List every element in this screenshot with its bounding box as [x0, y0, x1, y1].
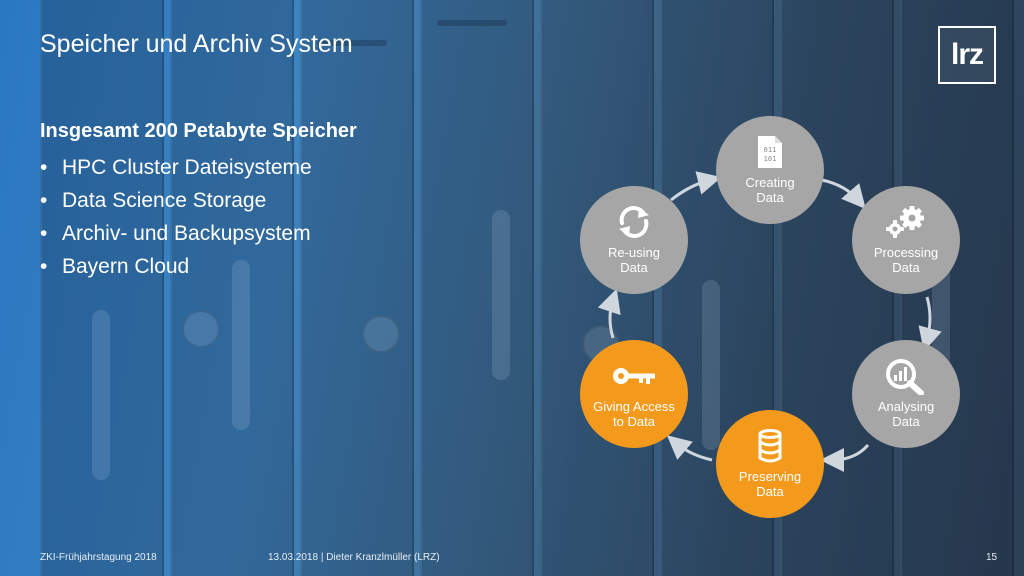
footer-date-author: 13.03.2018 | Dieter Kranzlmüller (LRZ) [268, 552, 440, 563]
page-number: 15 [986, 552, 998, 563]
cycle-node-giving-access: Giving Access to Data [580, 340, 688, 448]
bullet-item: •HPC Cluster Dateisysteme [40, 151, 357, 184]
cycle-node-reusing-data: Re-using Data [580, 186, 688, 294]
cycle-arrow [821, 178, 866, 210]
binary-file-icon: 011 101 [755, 135, 785, 169]
rack-knob [362, 315, 400, 353]
bullet-icon: • [40, 222, 48, 245]
recycle-arrows-icon [614, 205, 654, 239]
gears-icon [884, 205, 928, 239]
database-icon [757, 429, 783, 463]
cycle-arrow [597, 288, 621, 339]
rack-vent [437, 20, 507, 26]
cycle-node-processing-data: Processing Data [852, 186, 960, 294]
slide-title: Speicher und Archiv System [40, 30, 353, 58]
rack-handle [92, 310, 110, 480]
rack-handle [702, 280, 720, 450]
content-heading: Insgesamt 200 Petabyte Speicher [40, 120, 357, 142]
node-label: Analysing Data [877, 399, 935, 429]
cycle-arrow [918, 296, 942, 352]
server-rack [40, 0, 164, 576]
bullet-item: •Data Science Storage [40, 184, 357, 217]
svg-text:011: 011 [764, 146, 777, 154]
cycle-node-analysing-data: Analysing Data [852, 340, 960, 448]
node-label: Re-using Data [607, 245, 661, 275]
rack-vent [317, 40, 387, 46]
bullet-icon: • [40, 156, 48, 179]
bullet-item: •Bayern Cloud [40, 250, 357, 283]
bullet-icon: • [40, 255, 48, 278]
cycle-arrow [820, 443, 870, 472]
content-block: Insgesamt 200 Petabyte Speicher •HPC Clu… [40, 120, 357, 283]
key-icon [611, 359, 657, 393]
rack-handle [492, 210, 510, 380]
node-label: Processing Data [873, 245, 939, 275]
rack-handle [232, 260, 250, 430]
lrz-logo: lrz [938, 26, 996, 84]
svg-text:101: 101 [764, 155, 777, 163]
cycle-node-creating-data: 011 101 Creating Data [716, 116, 824, 224]
magnifier-chart-icon [883, 359, 929, 395]
node-label: Preserving Data [738, 469, 802, 499]
server-rack [420, 0, 534, 576]
cycle-node-preserving-data: Preserving Data [716, 410, 824, 518]
node-label: Giving Access to Data [593, 399, 675, 429]
node-label: Creating Data [745, 175, 795, 205]
bullet-list: •HPC Cluster Dateisysteme •Data Science … [40, 151, 357, 283]
bullet-icon: • [40, 189, 48, 212]
rack-knob [182, 310, 220, 348]
cycle-arrow [670, 171, 722, 202]
server-rack [300, 0, 414, 576]
server-rack [170, 0, 294, 576]
cycle-arrow [666, 435, 713, 462]
footer-event: ZKI-Frühjahrstagung 2018 [40, 552, 157, 563]
bullet-item: •Archiv- und Backupsystem [40, 217, 357, 250]
